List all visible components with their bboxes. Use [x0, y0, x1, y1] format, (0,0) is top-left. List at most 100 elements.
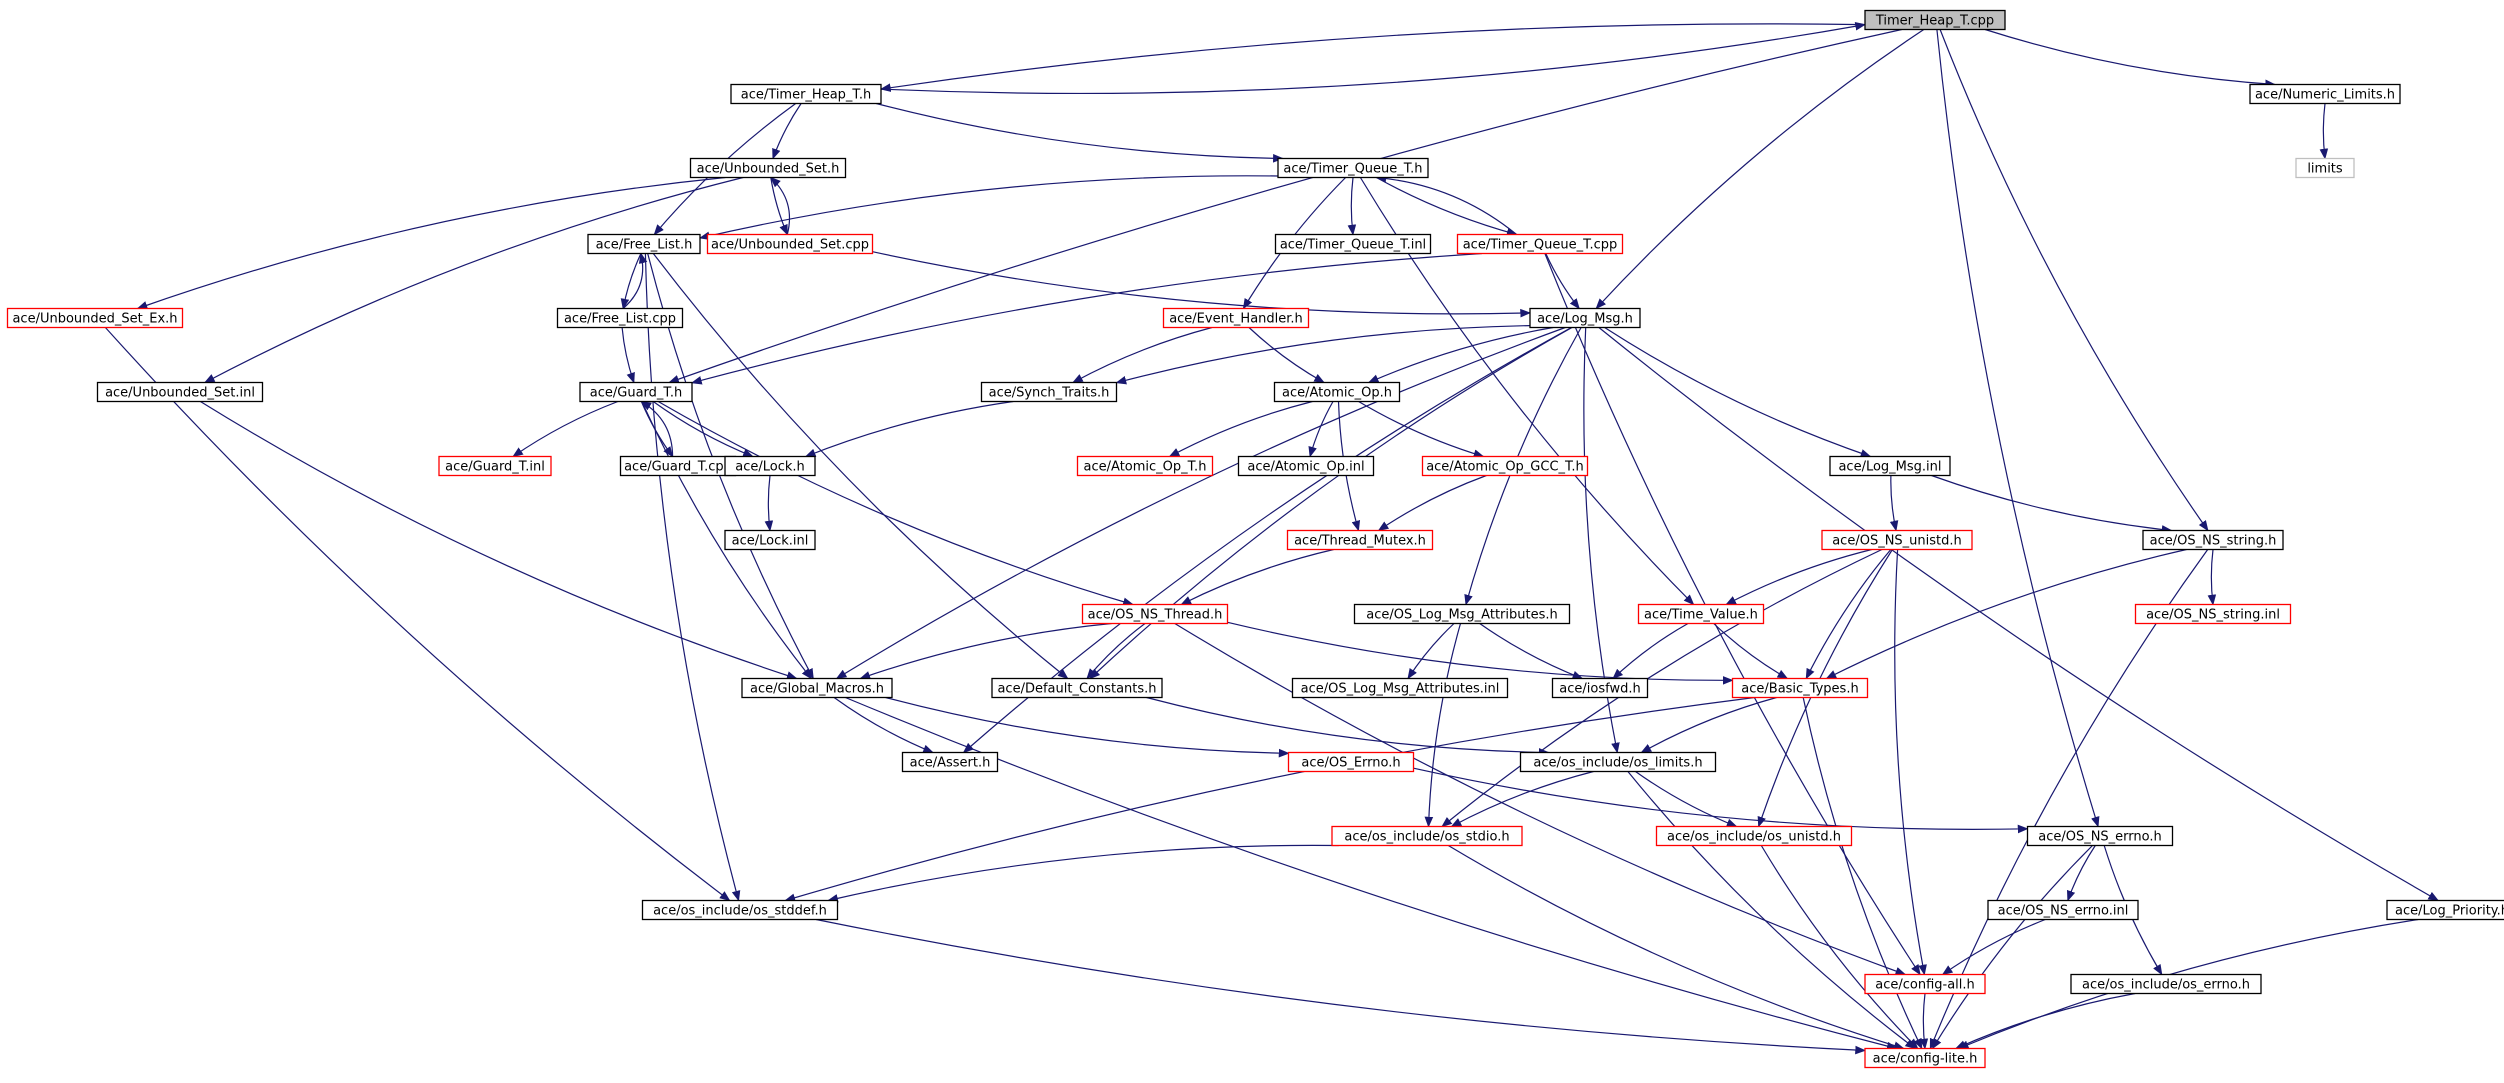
node-box [556, 307, 684, 329]
node-global_macros[interactable]: ace/Global_Macros.h [741, 677, 893, 699]
edge-timer_heap_h-to-unbounded_set_h [772, 103, 802, 160]
node-label: ace/os_include/os_errno.h [2082, 978, 2250, 993]
edge-global_macros-to-os_errno [885, 696, 1290, 758]
edge-os_stdio-to-os_stddef [827, 844, 1339, 903]
node-label: ace/Event_Handler.h [1169, 312, 1303, 327]
node-guard_inl[interactable]: ace/Guard_T.inl [438, 455, 552, 477]
node-os_errno_h[interactable]: ace/os_include/os_errno.h [2070, 973, 2262, 995]
node-log_msg_h[interactable]: ace/Log_Msg.h [1529, 307, 1641, 329]
edge-os_ns_errno_inl-to-config_all [1941, 918, 2046, 976]
node-os_stdio[interactable]: ace/os_include/os_stdio.h [1331, 825, 1523, 847]
node-box [2070, 973, 2262, 995]
node-os_ns_errno_inl[interactable]: ace/OS_NS_errno.inl [1987, 899, 2139, 921]
node-assert_h[interactable]: ace/Assert.h [901, 751, 999, 773]
node-lock_inl[interactable]: ace/Lock.inl [724, 529, 816, 551]
node-box [2249, 83, 2401, 105]
node-label: ace/Numeric_Limits.h [2255, 88, 2395, 103]
node-free_list_h[interactable]: ace/Free_List.h [587, 233, 701, 255]
edge-atomic_op_gcc-to-thread_mutex [1377, 474, 1487, 532]
node-unbounded_set_ex[interactable]: ace/Unbounded_Set_Ex.h [6, 307, 184, 329]
node-box [2142, 529, 2284, 551]
node-atomic_op_t[interactable]: ace/Atomic_Op_T.h [1076, 455, 1214, 477]
node-config_all[interactable]: ace/config-all.h [1864, 973, 1986, 995]
edge-timer_heap_h-to-timer_queue_h [876, 102, 1284, 163]
node-box [1076, 455, 1214, 477]
node-atomic_op_inl[interactable]: ace/Atomic_Op.inl [1237, 455, 1375, 477]
node-label: ace/OS_NS_unistd.h [1832, 534, 1962, 549]
node-label: ace/config-all.h [1875, 978, 1975, 993]
node-timer_queue_inl[interactable]: ace/Timer_Queue_T.inl [1274, 233, 1432, 255]
node-box [706, 233, 874, 255]
edge-global_macros-to-assert_h [833, 697, 934, 754]
node-lock_h[interactable]: ace/Lock.h [724, 455, 816, 477]
node-box [1551, 677, 1649, 699]
node-box [96, 381, 264, 403]
edge-os_ns_unistd-to-os_stdio [1441, 548, 1883, 828]
node-limits[interactable]: limits [2295, 157, 2355, 179]
node-os_ns_errno[interactable]: ace/OS_NS_errno.h [2026, 825, 2174, 847]
edge-os_limits-to-config_lite [1627, 771, 1916, 1050]
node-event_handler[interactable]: ace/Event_Handler.h [1162, 307, 1310, 329]
node-os_ns_unistd[interactable]: ace/OS_NS_unistd.h [1821, 529, 1973, 551]
node-free_list_cpp[interactable]: ace/Free_List.cpp [556, 307, 684, 329]
node-os_log_attr_inl[interactable]: ace/OS_Log_Msg_Attributes.inl [1291, 677, 1509, 699]
node-box [579, 381, 693, 403]
node-os_errno[interactable]: ace/OS_Errno.h [1287, 751, 1415, 773]
node-label: ace/Atomic_Op_T.h [1084, 460, 1207, 475]
node-os_ns_string[interactable]: ace/OS_NS_string.h [2142, 529, 2284, 551]
node-iosfwd[interactable]: ace/iosfwd.h [1551, 677, 1649, 699]
node-label: ace/Lock.h [735, 460, 805, 475]
node-label: ace/Timer_Queue_T.cpp [1463, 238, 1618, 253]
node-atomic_op_gcc[interactable]: ace/Atomic_Op_GCC_T.h [1421, 455, 1589, 477]
node-label: ace/Free_List.cpp [564, 312, 676, 327]
edge-os_log_attr_h-to-os_log_attr_inl [1407, 623, 1455, 680]
edge-free_list_h-to-default_constants [652, 253, 1069, 680]
node-os_stddef[interactable]: ace/os_include/os_stddef.h [641, 899, 839, 921]
node-label: ace/Log_Priority.h [2395, 904, 2504, 919]
node-timer_queue_cpp[interactable]: ace/Timer_Queue_T.cpp [1456, 233, 1624, 255]
node-box [741, 677, 893, 699]
node-unbounded_set_h[interactable]: ace/Unbounded_Set.h [689, 157, 847, 179]
node-os_unistd[interactable]: ace/os_include/os_unistd.h [1655, 825, 1853, 847]
edge-atomic_op_h-to-atomic_op_gcc [1358, 400, 1485, 458]
node-box [1162, 307, 1310, 329]
node-thread_mutex[interactable]: ace/Thread_Mutex.h [1286, 529, 1434, 551]
edge-os_ns_string-to-basic_types [1825, 548, 2187, 680]
node-root[interactable]: Timer_Heap_T.cpp [1864, 9, 2006, 31]
edge-time_value-to-iosfwd [1612, 622, 1689, 680]
node-config_lite[interactable]: ace/config-lite.h [1864, 1047, 1986, 1069]
node-guard_h[interactable]: ace/Guard_T.h [579, 381, 693, 403]
edge-free_list_h-to-os_stddef [644, 253, 741, 902]
node-numeric_limits[interactable]: ace/Numeric_Limits.h [2249, 83, 2401, 105]
edge-timer_queue_cpp-to-log_msg_h [1545, 253, 1580, 310]
node-os_ns_string_inl[interactable]: ace/OS_NS_string.inl [2134, 603, 2292, 625]
node-box [1237, 455, 1375, 477]
edge-unbounded_set_cpp-to-log_msg_h [872, 251, 1532, 318]
node-label: ace/Guard_T.cpp [624, 460, 732, 475]
node-timer_heap_h[interactable]: ace/Timer_Heap_T.h [730, 83, 882, 105]
node-log_priority[interactable]: ace/Log_Priority.h [2386, 899, 2504, 921]
node-synch_traits[interactable]: ace/Synch_Traits.h [980, 381, 1118, 403]
node-os_log_attr_h[interactable]: ace/OS_Log_Msg_Attributes.h [1353, 603, 1571, 625]
edge-free_list_cpp-to-guard_h [621, 327, 635, 384]
node-label: ace/Timer_Heap_T.h [741, 88, 871, 103]
node-os_ns_thread[interactable]: ace/OS_NS_Thread.h [1081, 603, 1229, 625]
edge-timer_queue_h-to-free_list_h [698, 175, 1279, 241]
node-os_limits[interactable]: ace/os_include/os_limits.h [1519, 751, 1717, 773]
node-label: ace/Basic_Types.h [1741, 682, 1858, 697]
node-log_msg_inl[interactable]: ace/Log_Msg.inl [1829, 455, 1951, 477]
node-basic_types[interactable]: ace/Basic_Types.h [1731, 677, 1869, 699]
node-time_value[interactable]: ace/Time_Value.h [1637, 603, 1765, 625]
node-timer_queue_h[interactable]: ace/Timer_Queue_T.h [1277, 157, 1429, 179]
node-atomic_op_h[interactable]: ace/Atomic_Op.h [1273, 381, 1401, 403]
node-box [1519, 751, 1717, 773]
edge-timer_queue_h-to-timer_queue_inl [1347, 177, 1357, 236]
node-unbounded_set_cpp[interactable]: ace/Unbounded_Set.cpp [706, 233, 874, 255]
dependency-edges [104, 22, 2440, 1055]
edge-guard_h-to-guard_inl [512, 400, 619, 458]
node-unbounded_set_inl[interactable]: ace/Unbounded_Set.inl [96, 381, 264, 403]
node-guard_cpp[interactable]: ace/Guard_T.cpp [619, 455, 737, 477]
edge-timer_queue_cpp-to-guard_h [690, 252, 1483, 385]
node-default_constants[interactable]: ace/Default_Constants.h [991, 677, 1163, 699]
node-label: ace/Guard_T.inl [445, 460, 545, 475]
